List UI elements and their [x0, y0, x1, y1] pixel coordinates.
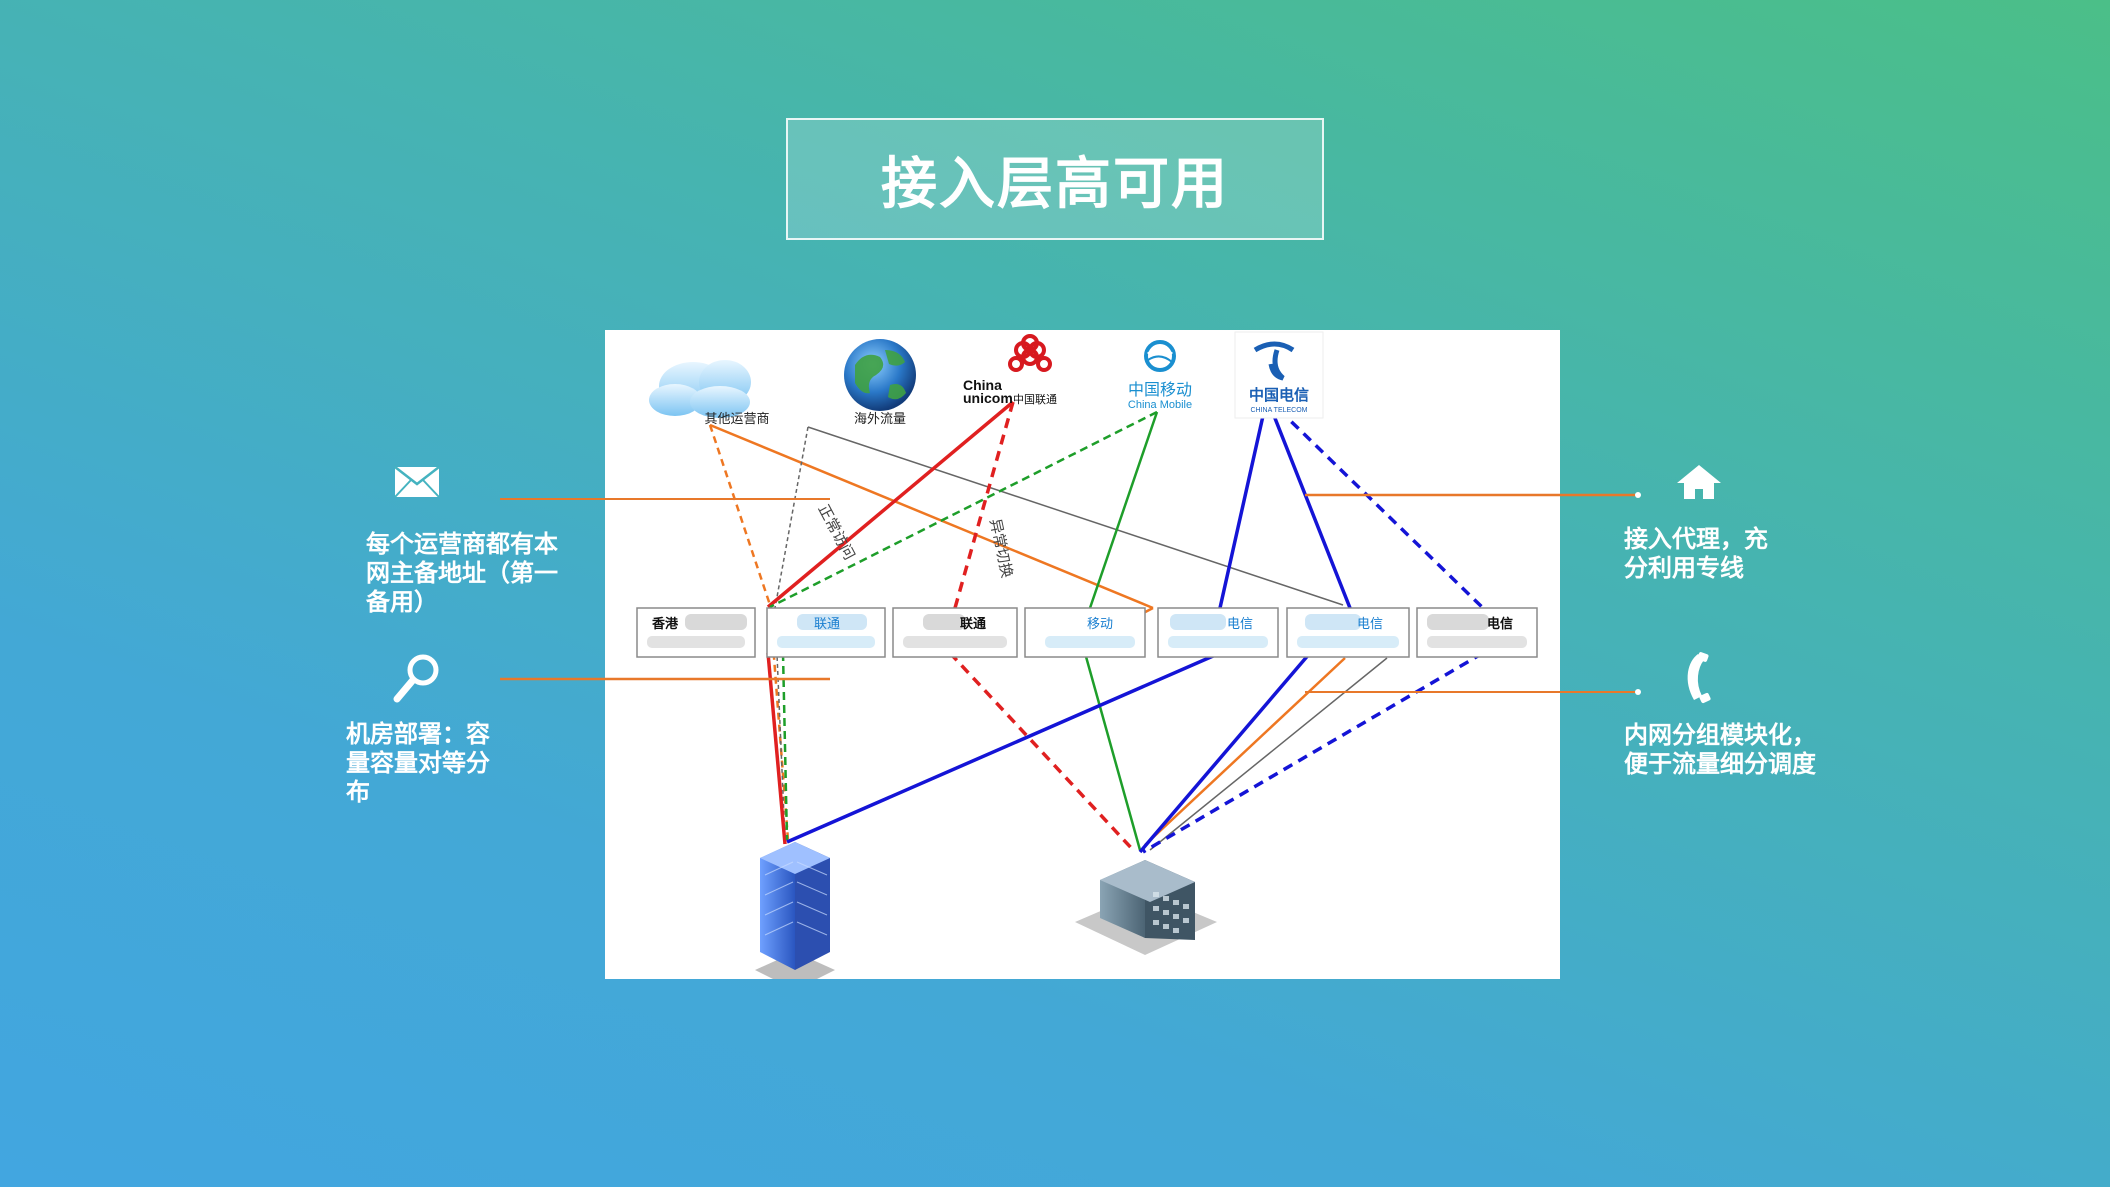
telecom-logo-icon	[1234, 331, 1324, 419]
cloud-icon	[649, 360, 751, 418]
isp-box-telecom-2: 电信	[1286, 607, 1410, 658]
note-datacenter-deploy-line-3: 布	[346, 779, 370, 806]
isp-box-unicom-2-label: 联通	[960, 616, 986, 631]
note-datacenter-deploy-line-1: 机房部署：容	[346, 721, 490, 748]
isp-box-row: 香港 联通 联通 移动 电	[636, 607, 1538, 658]
unicom-logo-cn: 中国联通	[1013, 393, 1057, 406]
overseas-label: 海外流量	[854, 411, 906, 426]
isp-box-hk: 香港	[636, 607, 756, 658]
telecom-logo-en: CHINA TELECOM	[1250, 407, 1307, 414]
note-intranet-grouping-line-2: 便于流量细分调度	[1624, 751, 1816, 778]
note-provider-addresses-line-1: 每个运营商都有本	[366, 531, 558, 558]
other-provider-label: 其他运营商	[704, 411, 769, 426]
page-title: 接入层高可用	[881, 151, 1229, 215]
title-box: 接入层高可用	[786, 118, 1324, 240]
isp-box-telecom-3-label: 电信	[1487, 616, 1513, 631]
unicom-logo-text-2: unicom	[963, 390, 1013, 406]
note-provider-addresses-line-2: 网主备地址（第一	[366, 560, 558, 587]
note-provider-addresses-line-3: 备用）	[366, 589, 438, 616]
isp-box-mobile: 移动	[1024, 607, 1146, 658]
leader-line-left-1	[500, 498, 830, 500]
home-icon	[1677, 465, 1721, 499]
note-intranet-grouping: 内网分组模块化， 便于流量细分调度	[1624, 721, 1816, 779]
envelope-icon	[394, 466, 440, 498]
note-access-proxy-line-1: 接入代理，充	[1624, 526, 1768, 553]
unicom-logo-icon	[962, 332, 1072, 400]
isp-box-mobile-label: 移动	[1087, 616, 1113, 631]
normal-access-label: 正常访问	[814, 502, 857, 563]
isp-box-unicom-1: 联通	[766, 607, 886, 658]
mobile-logo-cn: 中国移动	[1128, 381, 1192, 399]
magnifier-icon	[393, 654, 439, 703]
note-datacenter-deploy: 机房部署：容 量容量对等分 布	[346, 720, 490, 807]
note-datacenter-deploy-line-2: 量容量对等分	[346, 750, 490, 777]
datacenter-b-icon	[1075, 860, 1217, 955]
leader-line-right-1	[1305, 492, 1641, 498]
mobile-logo-icon	[1097, 332, 1197, 410]
network-diagram: 其他运营商 海外流量 China unicom 中国联通	[605, 330, 1560, 979]
datacenter-a-icon	[755, 842, 835, 979]
note-provider-addresses: 每个运营商都有本 网主备地址（第一 备用）	[366, 530, 558, 617]
isp-box-unicom-2: 联通	[892, 607, 1018, 658]
unicom-logo-text-1: China	[963, 377, 1002, 393]
note-intranet-grouping-line-1: 内网分组模块化，	[1624, 722, 1816, 749]
network-diagram-svg: 其他运营商 海外流量 China unicom 中国联通	[636, 331, 1538, 979]
leader-line-left-2	[500, 677, 830, 681]
phone-icon	[1687, 652, 1711, 704]
globe-icon	[844, 339, 916, 411]
isp-box-telecom-3: 电信	[1416, 607, 1538, 658]
isp-box-telecom-1-label: 电信	[1227, 616, 1253, 631]
note-access-proxy-line-2: 分利用专线	[1624, 555, 1744, 582]
note-access-proxy: 接入代理，充 分利用专线	[1624, 525, 1768, 583]
isp-box-hk-label: 香港	[651, 616, 679, 631]
isp-box-telecom-2-label: 电信	[1357, 616, 1383, 631]
telecom-links	[786, 396, 1485, 854]
telecom-logo-cn: 中国电信	[1249, 386, 1309, 404]
unicom-links	[766, 400, 1137, 854]
leader-line-right-2	[1305, 689, 1641, 695]
mobile-logo-en: China Mobile	[1128, 399, 1192, 411]
isp-box-unicom-1-label: 联通	[814, 616, 840, 631]
isp-box-telecom-1: 电信	[1157, 607, 1279, 658]
mobile-links	[769, 410, 1159, 851]
